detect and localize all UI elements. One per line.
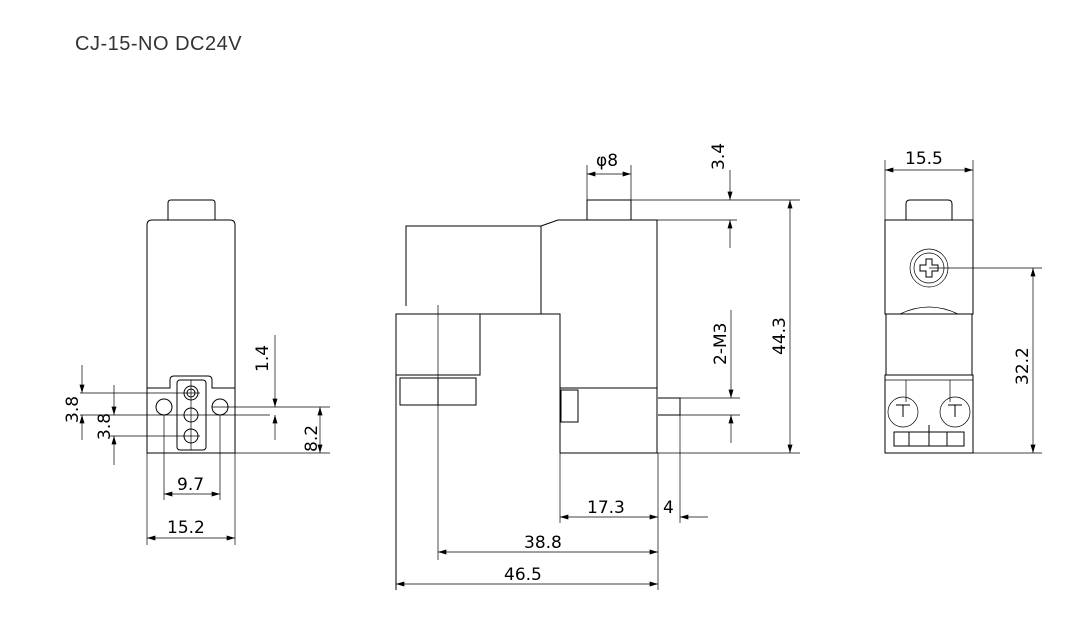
drawing-title: CJ-15-NO DC24V xyxy=(75,33,243,55)
thread-label: 2-M3 xyxy=(711,323,731,365)
dim-label: 46.5 xyxy=(504,565,542,585)
dim-label: 44.3 xyxy=(770,317,790,355)
dim-label: 38.8 xyxy=(524,533,562,553)
dim-label: 3.8 xyxy=(63,396,83,423)
diameter-label: φ8 xyxy=(596,151,618,171)
dim-label: 17.3 xyxy=(587,498,625,518)
dim-label: 32.2 xyxy=(1013,347,1033,385)
tube xyxy=(586,199,632,221)
terminal-screw-icon xyxy=(939,396,971,428)
dim-label: 3.4 xyxy=(709,143,729,170)
dim-label: 15.2 xyxy=(167,518,205,538)
dim-label: 15.5 xyxy=(905,149,943,169)
dim-label: 1.4 xyxy=(253,345,273,372)
mount-hole xyxy=(155,398,173,416)
front-view: 1.4 8.2 3.8 3.8 9.7 15.2 xyxy=(63,199,330,545)
dim-label: 8.2 xyxy=(302,425,322,452)
fitting xyxy=(560,389,579,423)
rear-view: 15.5 32.2 xyxy=(884,149,1042,454)
terminal-screw-icon xyxy=(887,396,919,428)
dim-label: 9.7 xyxy=(177,475,204,495)
dim-label: 4 xyxy=(663,498,674,518)
dim-label: 3.8 xyxy=(95,413,115,440)
side-view: φ8 3.4 44.3 2-M3 17.3 4 38.8 46.5 xyxy=(395,143,800,590)
